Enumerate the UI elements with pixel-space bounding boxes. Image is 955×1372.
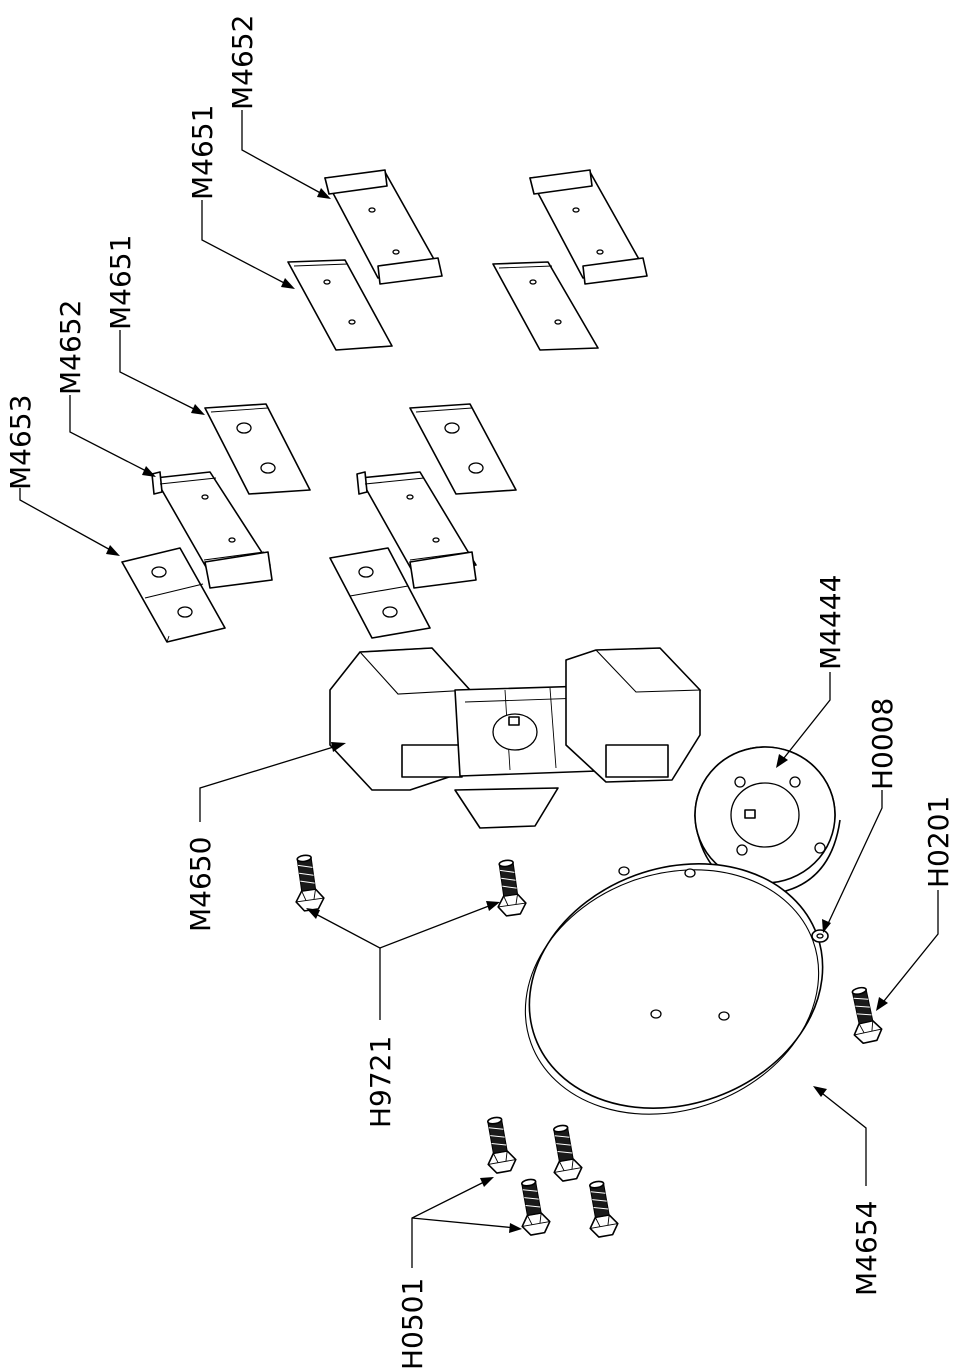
label-m4652-left: M4652 [54, 300, 87, 395]
m4651-plate-right [409, 403, 517, 495]
label-m4653: M4653 [4, 395, 37, 490]
m4652-channel-right [356, 471, 477, 589]
h0008-washer [811, 929, 829, 943]
m4653-bracket-left [121, 547, 226, 643]
h0501-bolt-1 [479, 1114, 519, 1176]
m4652-channel-top-right [529, 169, 648, 285]
h0501-bolt-2 [545, 1122, 585, 1184]
h0501-bolt-4 [581, 1178, 621, 1240]
label-h0008: H0008 [866, 698, 899, 790]
label-m4652-top: M4652 [226, 15, 259, 110]
m4652-channel-top-left [324, 169, 443, 285]
label-m4651-top: M4651 [186, 105, 219, 200]
m4650-main-body [329, 647, 702, 829]
label-m4444: M4444 [814, 575, 847, 670]
m4651-plate-top-left [287, 259, 393, 351]
label-m4654: M4654 [850, 1201, 883, 1296]
m4652-channel-left [151, 471, 273, 589]
label-h0201: H0201 [922, 796, 955, 888]
h0201-bolt [844, 984, 885, 1046]
h0501-bolt-3 [513, 1176, 553, 1238]
leaders [19, 110, 939, 1268]
m4651-plate-left [204, 403, 311, 495]
label-h0501: H0501 [396, 1278, 429, 1370]
m4651-plate-top-right [492, 261, 599, 351]
m4653-bracket-right [329, 547, 431, 639]
label-h9721: H9721 [364, 1036, 397, 1128]
h9721-bolt-1 [289, 852, 327, 913]
h9721-bolt-2 [491, 857, 529, 918]
label-m4650: M4650 [184, 837, 217, 932]
label-m4651-left: M4651 [104, 235, 137, 330]
